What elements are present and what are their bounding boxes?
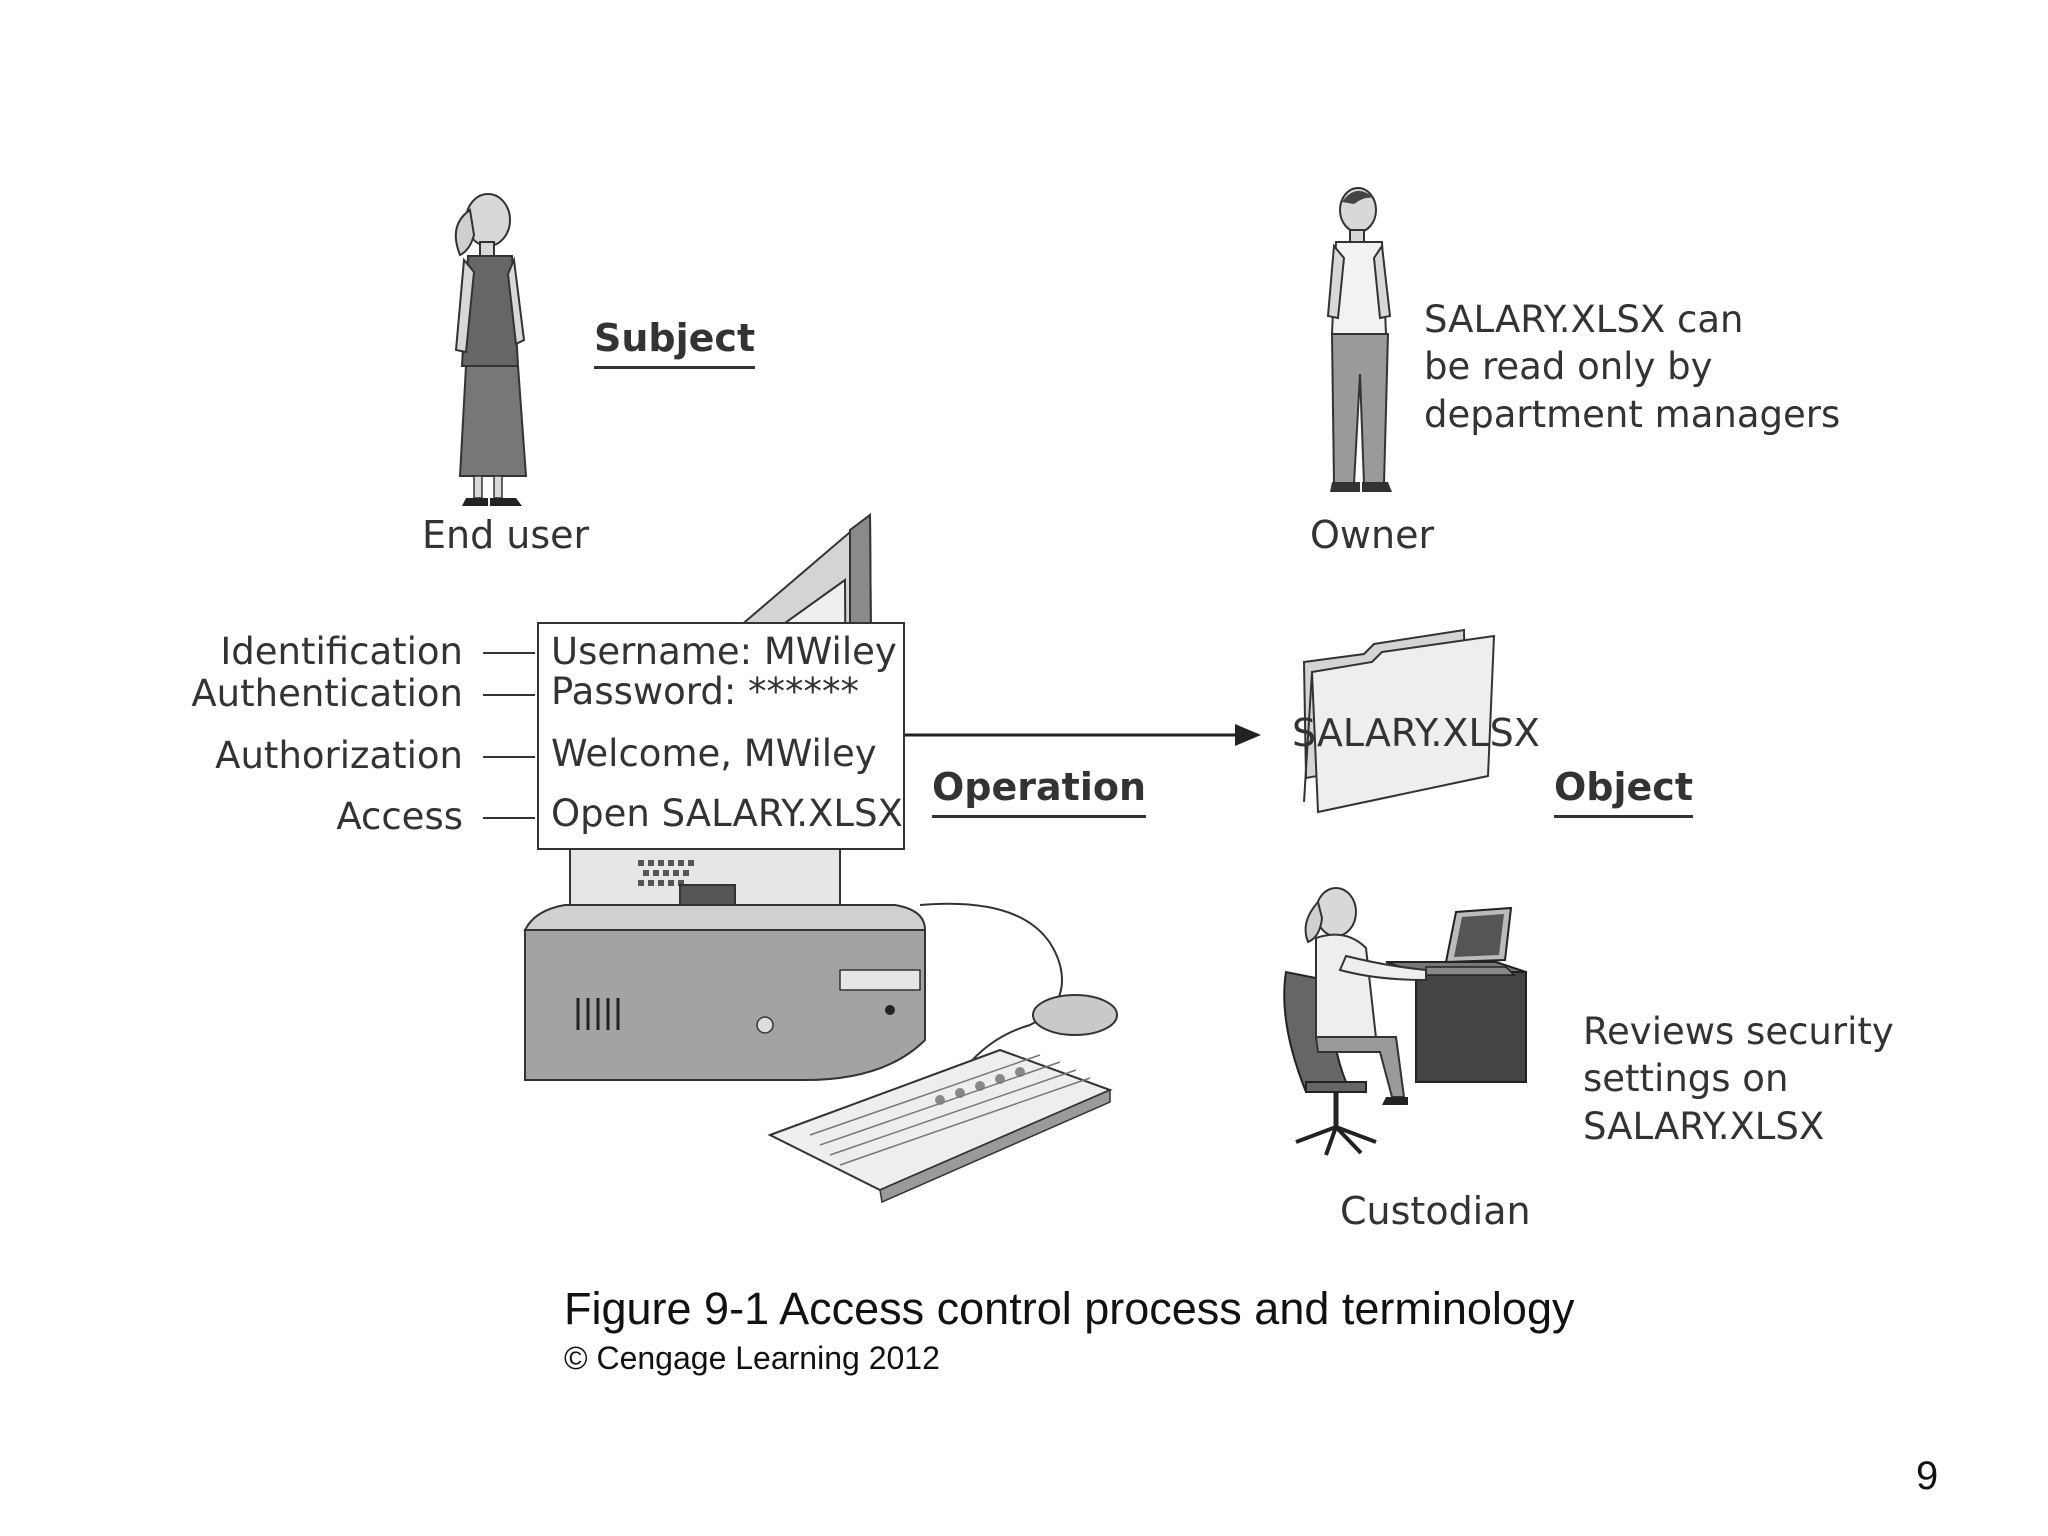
folder-icon (1302, 628, 1496, 814)
custodian-illustration (1283, 887, 1527, 1156)
authentication-leader (483, 694, 535, 696)
object-heading: Object (1554, 765, 1693, 818)
custodian-note-line: SALARY.XLSX (1583, 1104, 1825, 1148)
custodian-note-line: Reviews security (1583, 1010, 1894, 1053)
authentication-label: Authentication (191, 672, 463, 715)
identification-leader (483, 652, 535, 654)
copyright-notice: © Cengage Learning 2012 (564, 1340, 940, 1376)
owner-policy-line: SALARY.XLSX can (1424, 298, 1744, 341)
owner-illustration (1326, 187, 1392, 492)
access-leader (483, 817, 535, 819)
identification-label: Identification (220, 630, 463, 673)
owner-policy-line: department managers (1424, 392, 1841, 436)
owner-policy-line: be read only by (1424, 345, 1713, 389)
end-user-illustration (454, 193, 528, 506)
username-text: Username: MWiley (551, 630, 897, 673)
login-screen: Username: MWiley Password: ****** Welcom… (537, 622, 905, 850)
subject-heading: Subject (594, 316, 756, 369)
object-file-name: SALARY.XLSX (1292, 711, 1540, 755)
custodian-note-line: settings on (1583, 1057, 1789, 1101)
open-file-text: Open SALARY.XLSX (551, 792, 903, 835)
access-label: Access (336, 795, 463, 838)
owner-label: Owner (1310, 513, 1435, 557)
page-number: 9 (1916, 1454, 1939, 1498)
welcome-text: Welcome, MWiley (551, 732, 877, 775)
password-text: Password: ****** (551, 670, 860, 713)
authorization-leader (483, 756, 535, 758)
authorization-label: Authorization (215, 734, 463, 777)
figure-caption: Figure 9-1 Access control process and te… (564, 1283, 1575, 1334)
custodian-label: Custodian (1340, 1189, 1531, 1233)
computer-illustration (523, 512, 1118, 1204)
end-user-label: End user (422, 513, 590, 557)
operation-arrow (905, 724, 1261, 746)
owner-policy-text: SALARY.XLSX can be read only by departme… (1424, 296, 1840, 438)
custodian-note: Reviews security settings on SALARY.XLSX (1583, 1008, 1894, 1150)
operation-heading: Operation (932, 765, 1147, 818)
